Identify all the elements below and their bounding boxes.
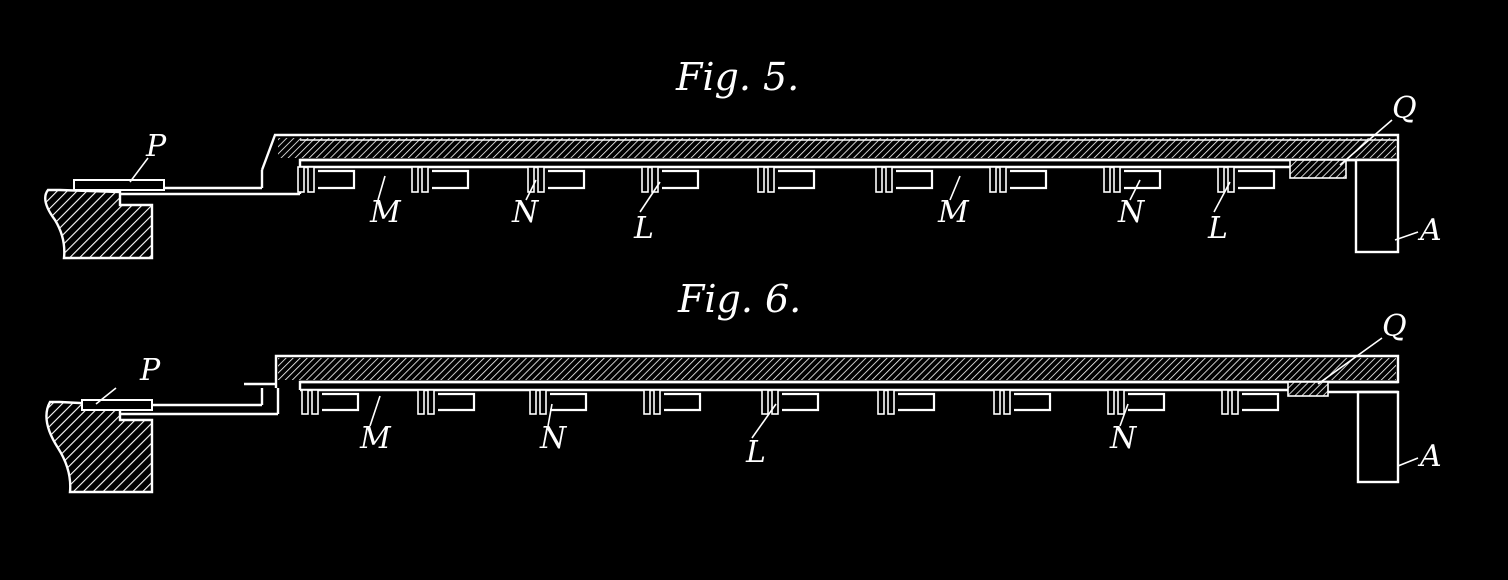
label-l1: L <box>633 211 654 246</box>
label-q: Q <box>1382 309 1407 344</box>
pivot-plate <box>81 399 153 411</box>
post-a <box>1354 158 1400 254</box>
key-unit <box>761 389 820 415</box>
key-unit <box>411 166 470 193</box>
spring-q <box>1287 381 1329 397</box>
post-a <box>1356 390 1400 484</box>
label-n2: N <box>1117 195 1146 230</box>
label-q: Q <box>1392 91 1417 126</box>
figure-5: Fig. 5. P Q A M N L M N <box>44 55 1442 260</box>
label-p: P <box>139 353 161 388</box>
label-n1: N <box>539 421 568 456</box>
label-m2: M <box>937 195 970 230</box>
label-n1: N <box>511 195 540 230</box>
main-bar <box>260 133 1400 194</box>
key-units <box>297 166 1276 193</box>
main-bar <box>274 354 1400 390</box>
label-n2: N <box>1109 421 1138 456</box>
key-unit <box>529 389 588 415</box>
left-support-block <box>45 400 154 494</box>
key-unit <box>641 166 700 193</box>
label-p: P <box>145 129 167 164</box>
key-unit <box>643 389 702 415</box>
label-m1: M <box>369 195 402 230</box>
key-unit <box>989 166 1048 193</box>
label-a: A <box>1417 439 1442 474</box>
pivot-plate <box>73 179 165 191</box>
label-l1: L <box>745 435 766 470</box>
key-unit <box>1103 166 1162 193</box>
key-unit <box>527 166 586 193</box>
key-unit <box>875 166 934 193</box>
left-support-block <box>44 188 154 260</box>
spring-q <box>1289 159 1347 179</box>
key-unit <box>1221 389 1280 415</box>
label-l2: L <box>1207 211 1228 246</box>
key-unit <box>301 389 360 415</box>
figure-5-caption: Fig. 5. <box>675 55 799 99</box>
key-units <box>301 389 1280 415</box>
key-unit <box>877 389 936 415</box>
figure-6-caption: Fig. 6. <box>677 277 801 321</box>
key-unit <box>1217 166 1276 193</box>
label-m1: M <box>359 421 392 456</box>
key-unit <box>417 389 476 415</box>
key-unit <box>993 389 1052 415</box>
key-unit <box>757 166 816 193</box>
figure-6: Fig. 6. P Q A M N L N <box>45 277 1442 494</box>
key-unit <box>1107 389 1166 415</box>
key-unit <box>297 166 356 193</box>
label-a: A <box>1417 213 1442 248</box>
